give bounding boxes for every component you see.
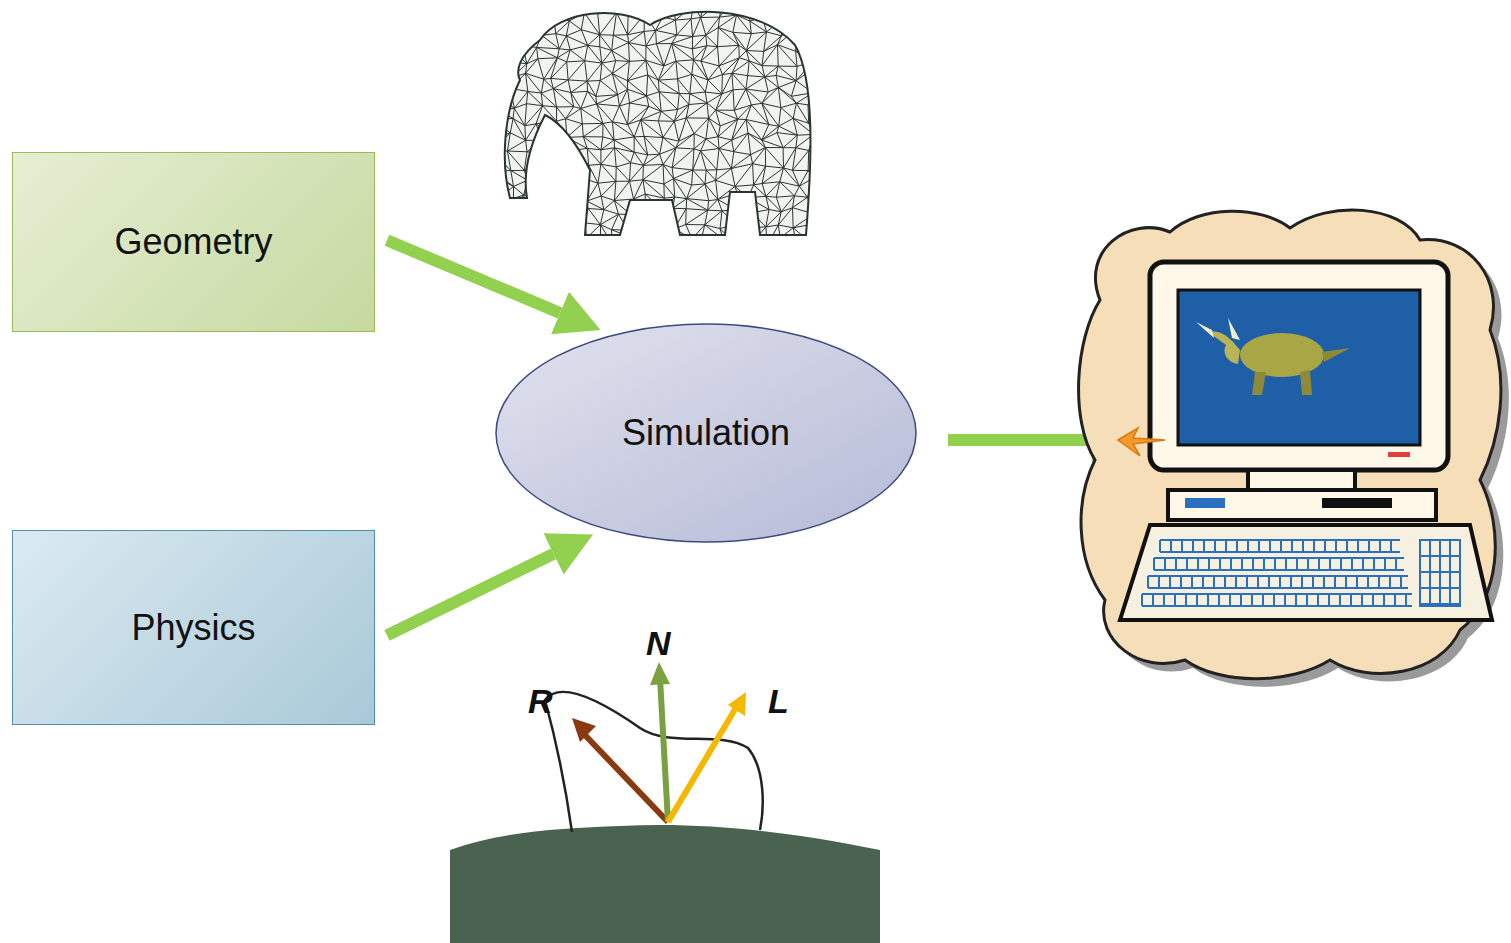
reflection-head: [572, 718, 596, 742]
node-label: Geometry: [114, 221, 272, 263]
computer-base: [1168, 490, 1436, 520]
node-label: Simulation: [622, 412, 790, 454]
geometry-box: Geometry: [12, 152, 375, 332]
elephant-mesh: [492, 0, 830, 246]
input-spark: [1118, 428, 1165, 456]
mesh-lines: [492, 0, 830, 246]
vent: [1185, 498, 1225, 508]
output-arrow: [948, 434, 1092, 446]
flow-arrow: [387, 554, 554, 635]
reflection-illustration: [450, 662, 880, 943]
disk-slot: [1322, 498, 1392, 508]
light-vector: [668, 706, 737, 822]
normal-head: [650, 662, 670, 685]
computer-icon: [1079, 210, 1509, 687]
keyboard-keys: [1142, 540, 1460, 606]
reflection-vector: [582, 732, 668, 822]
flow-arrow: [387, 240, 560, 313]
light-head: [728, 692, 746, 716]
monitor-stand: [1248, 470, 1355, 490]
triceratops: [1196, 318, 1350, 395]
node-label: Physics: [131, 607, 255, 649]
normal-vector: [660, 678, 668, 822]
monitor-screen: [1178, 290, 1420, 445]
reflectance-lobe: [545, 692, 763, 832]
normal-label: N: [646, 626, 671, 660]
keyboard: [1120, 525, 1492, 620]
physics-box: Physics: [12, 530, 375, 725]
light-label: L: [768, 684, 789, 718]
surface-hill: [450, 825, 880, 943]
simulation-ellipse: Simulation: [495, 323, 917, 543]
power-led: [1388, 452, 1410, 457]
cloud-background: [1079, 210, 1501, 679]
reflection-label: R: [528, 684, 553, 718]
cloud-shadow: [1087, 218, 1509, 687]
monitor-frame: [1150, 262, 1448, 470]
